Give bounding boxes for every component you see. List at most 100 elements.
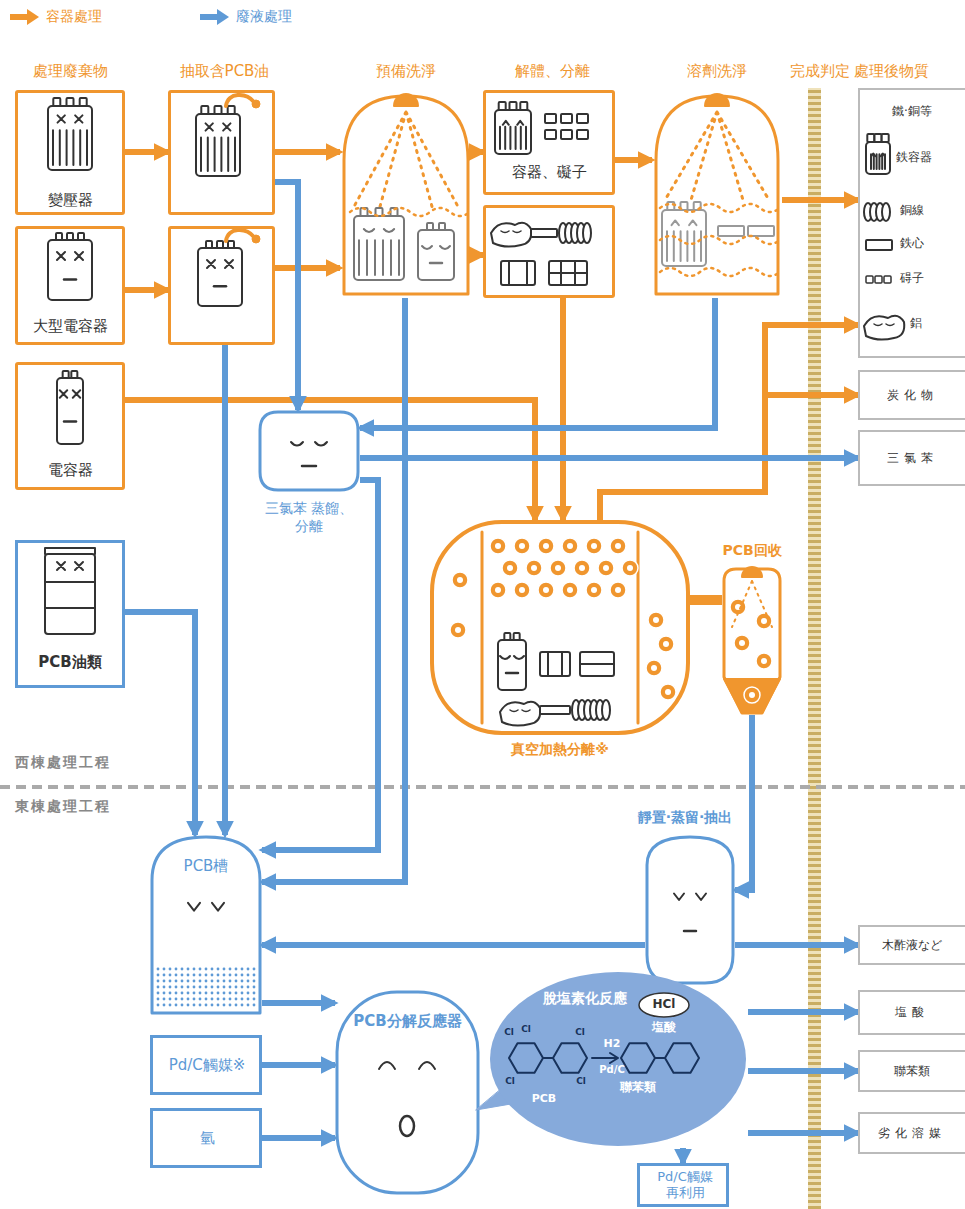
flow-arrow [262, 1062, 335, 1068]
flow-arrow [360, 455, 858, 461]
icon-stroke [875, 276, 882, 283]
icon-stroke [217, 998, 220, 1001]
icon-stroke [882, 203, 890, 221]
icon-stroke [187, 974, 190, 977]
icon-stroke [217, 986, 220, 989]
icon-stroke [78, 233, 84, 240]
icon-stroke [163, 998, 166, 1001]
icon-stroke [64, 420, 76, 423]
icon-stroke [181, 974, 184, 977]
icon-stroke [247, 974, 250, 977]
icon-stroke [583, 223, 591, 243]
icon-stroke [866, 240, 892, 250]
icon-stroke [662, 210, 706, 266]
legend-swatch [200, 9, 230, 25]
icon-stroke [540, 706, 570, 714]
icon-stroke [201, 106, 208, 114]
icon-stroke [531, 229, 557, 237]
text-label: 塩酸 [864, 1005, 960, 1020]
icon-stroke [235, 1004, 238, 1007]
icon-stroke [875, 134, 882, 142]
icon-stroke [548, 652, 562, 676]
icon-stroke [501, 231, 521, 233]
icon-stroke [502, 560, 518, 576]
icon-stroke [211, 980, 214, 983]
icon-stroke [260, 412, 358, 490]
text-label: PCB回收 [692, 542, 812, 560]
flow-arrow [748, 1009, 858, 1015]
text-label: 鉄容器 [896, 150, 960, 165]
icon-stroke [615, 543, 621, 549]
icon-stroke [193, 1004, 196, 1007]
icon-stroke [187, 998, 190, 1001]
text-label: Cl [573, 1076, 589, 1087]
icon-stroke [499, 102, 506, 110]
icon-stroke [867, 134, 874, 142]
icon-stroke [622, 560, 638, 576]
icon-stroke [495, 587, 501, 593]
icon-stroke [229, 980, 232, 983]
icon-stroke [500, 656, 524, 659]
node-illustration [258, 410, 360, 492]
icon-stroke [157, 980, 160, 983]
icon-stroke [761, 618, 767, 624]
icon-stroke [235, 968, 238, 971]
icon-stroke [48, 106, 92, 170]
process-vessel: HCl [638, 992, 690, 1018]
flow-arrow [262, 480, 378, 850]
flow-arrow [275, 265, 340, 271]
icon-stroke [490, 582, 506, 598]
icon-stroke [223, 974, 226, 977]
icon-stroke [181, 968, 184, 971]
icon-stroke [742, 567, 762, 577]
icon-stroke [724, 569, 780, 713]
icon-stroke [577, 130, 588, 139]
icon-stroke [734, 635, 750, 651]
text-label: 木酢液など [864, 938, 960, 953]
icon-stroke [510, 710, 530, 712]
text-label: 大型電容器 [18, 317, 122, 336]
process-vessel: PCB槽 [150, 835, 262, 1015]
icon-stroke [655, 1057, 665, 1059]
icon-stroke [169, 992, 172, 995]
icon-stroke [506, 672, 518, 675]
icon-stroke [64, 278, 76, 281]
icon-stroke [748, 226, 774, 236]
text-label: 炭化物 [864, 388, 960, 403]
icon-stroke [561, 130, 572, 139]
node-illustration [652, 90, 782, 298]
icon-stroke [651, 665, 657, 671]
icon-stroke [211, 986, 214, 989]
icon-stroke [175, 968, 178, 971]
icon-stroke [253, 986, 256, 989]
icon-stroke [749, 692, 755, 698]
icon-stroke [175, 974, 178, 977]
icon-stroke [495, 110, 531, 154]
icon-stroke [241, 1004, 244, 1007]
process-box [168, 226, 275, 345]
node-illustration [340, 90, 472, 298]
icon-stroke [579, 565, 585, 571]
icon-stroke [157, 992, 160, 995]
icon-stroke [241, 992, 244, 995]
icon-stroke [199, 998, 202, 1001]
icon-stroke [217, 1004, 220, 1007]
process-vessel: 溶劑洗淨 [652, 90, 782, 298]
icon-stroke [187, 1004, 190, 1007]
icon-stroke [562, 538, 578, 554]
icon-stroke [193, 986, 196, 989]
icon-stroke [364, 229, 394, 232]
text-label: 碍子 [900, 271, 960, 286]
icon-stroke [580, 652, 614, 676]
icon-stroke [241, 998, 244, 1001]
icon-stroke [199, 986, 202, 989]
text-label: 預備洗淨 [330, 62, 482, 81]
icon-stroke [229, 998, 232, 1001]
flow-arrow [472, 149, 483, 155]
icon-stroke [187, 986, 190, 989]
icon-stroke [567, 543, 573, 549]
icon-stroke [217, 241, 223, 248]
icon-stroke [57, 378, 83, 444]
icon-stroke [247, 986, 250, 989]
icon-stroke [660, 268, 780, 276]
